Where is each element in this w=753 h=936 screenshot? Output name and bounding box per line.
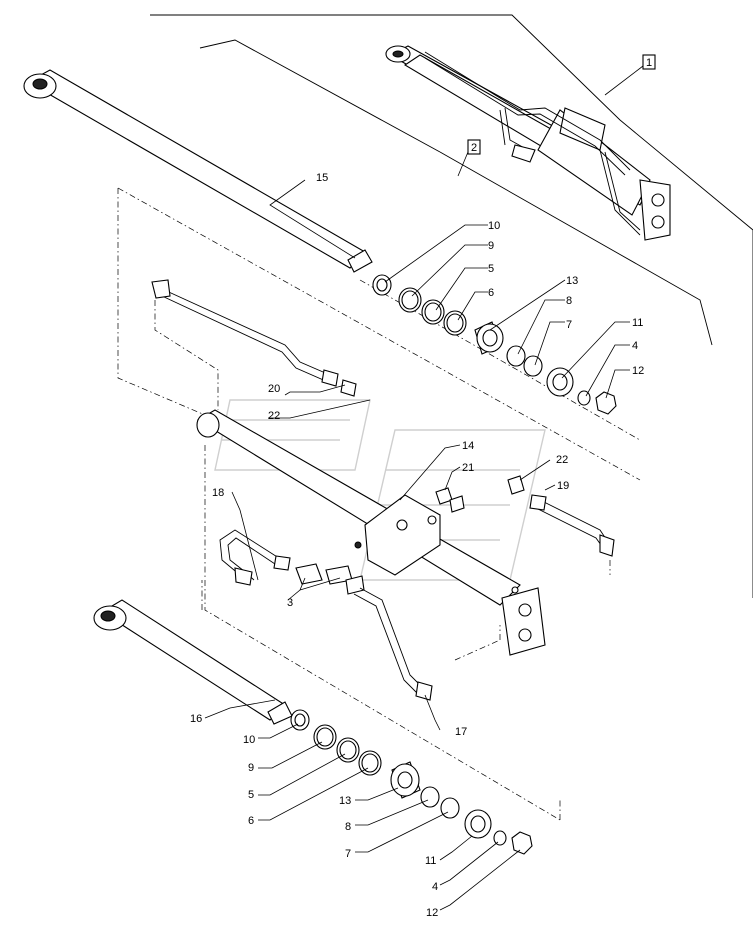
callout-14: 14 [462,440,474,452]
callout-11: 11 [632,317,643,329]
piston-rod-16 [93,599,293,725]
callout-4-lower: 4 [432,881,438,893]
callout-6: 6 [488,287,494,299]
callout-label: 2 [471,142,477,154]
construction-lines [117,187,641,821]
callout-labels-lower: 16 17 10 9 5 6 13 8 7 11 4 12 [190,713,467,919]
assembly-callout-2: 2 [457,139,481,177]
assembly-frame-lines [150,14,753,598]
piston-rod-15 [23,69,373,273]
callout-10: 10 [488,220,500,232]
lower-seal-stack [290,709,533,855]
pipe-18 [219,529,291,586]
callout-3: 3 [287,597,293,609]
cylinder-barrel [196,409,546,656]
callout-22-right: 22 [556,454,568,466]
callout-8-lower: 8 [345,821,351,833]
assembly-callout-1: 1 [604,54,656,96]
callout-13: 13 [566,275,578,287]
callout-20: 20 [268,383,280,395]
callout-12: 12 [632,365,644,377]
callout-16: 16 [190,713,202,725]
callout-17: 17 [455,726,467,738]
pipe-20 [151,279,357,397]
fittings-3 [295,563,365,595]
callout-21: 21 [462,462,474,474]
callout-4: 4 [632,340,638,352]
callout-19: 19 [557,480,569,492]
callout-8: 8 [566,295,572,307]
callout-6-lower: 6 [248,815,254,827]
callout-9-lower: 9 [248,762,254,774]
callout-11-lower: 11 [425,855,436,867]
assembled-cylinder [385,45,671,241]
callout-label: 1 [646,57,652,69]
callout-7: 7 [566,319,572,331]
callout-7-lower: 7 [345,848,351,860]
fittings-center [435,475,525,513]
callout-18: 18 [212,487,224,499]
upper-seal-stack [372,274,617,415]
callout-15: 15 [316,172,328,184]
callout-labels-upper: 15 10 9 5 6 13 8 7 11 4 12 20 22 14 21 2… [212,172,644,609]
callout-22-left: 22 [268,410,280,422]
leader-lines [204,179,630,911]
callout-13-lower: 13 [339,795,351,807]
pipe-17 [353,587,433,701]
callout-12-lower: 12 [426,907,438,919]
callout-5: 5 [488,263,494,275]
callout-9: 9 [488,240,494,252]
callout-5-lower: 5 [248,789,254,801]
pipe-19 [529,494,615,557]
callout-10-lower: 10 [243,734,255,746]
